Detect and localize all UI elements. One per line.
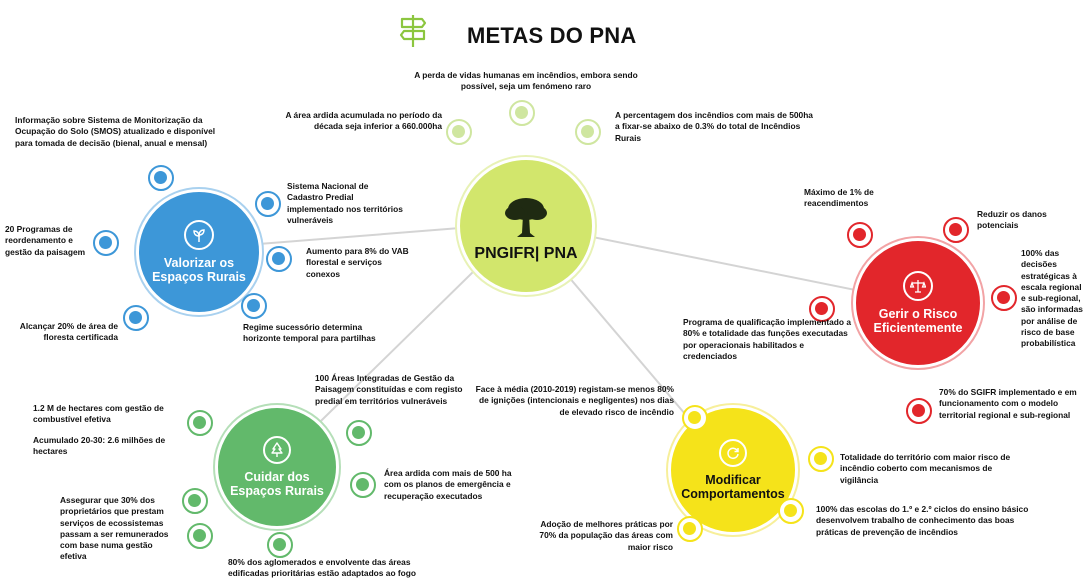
goal-dot [809,296,835,322]
goal-text: Reduzir os danos potenciais [977,209,1047,231]
goal-dot [148,165,174,191]
goal-dot [991,285,1017,311]
goal-dot [778,498,804,524]
goal-dot [808,446,834,472]
tree-icon [505,198,547,237]
goal-dot [123,305,149,331]
goal-text: 20 Programas de reordenamento e gestão d… [5,224,86,257]
goal-text: 1.2 M de hectares com gestão de combustí… [33,403,164,425]
goal-dot [350,472,376,498]
sprout-icon [184,220,214,250]
goal-text: 100% das decisões estratégicas à escala … [1021,248,1083,349]
goal-text: 80% dos aglomerados e envolvente das áre… [228,557,417,579]
goal-dot [187,523,213,549]
goal-text: A percentagem dos incêndios com mais de … [615,110,813,143]
hub-valorizar: Valorizar os Espaços Rurais [136,189,262,315]
goal-dot [346,420,372,446]
goal-text: Adoção de melhores práticas por 70% da p… [539,519,673,552]
center-hub: PNGIFR| PNA [457,157,595,295]
goal-dot [677,516,703,542]
goal-dot [187,410,213,436]
refresh-icon [719,439,747,467]
goal-dot [241,293,267,319]
goal-text: Informação sobre Sistema de Monitorizaçã… [15,115,216,148]
hub-modificar-label: Modificar Comportamentos [681,473,785,501]
goal-text: Face à média (2010-2019) registam-se men… [475,384,674,417]
goal-text: A área ardida acumulada no período da dé… [285,110,442,132]
hub-cuidar: Cuidar dos Espaços Rurais [215,405,339,529]
goal-text: Máximo de 1% de reacendimentos [804,187,874,209]
goal-text: Sistema Nacional de Cadastro Predial imp… [287,181,403,225]
scales-icon [903,271,933,301]
goal-dot [575,119,601,145]
goal-dot [267,532,293,558]
goal-dot [509,100,535,126]
goal-text: Alcançar 20% de área de floresta certifi… [19,321,118,343]
goal-text: Regime sucessório determina horizonte te… [243,322,376,344]
goal-text: 100 Áreas Integradas de Gestão da Paisag… [315,373,463,406]
hub-valorizar-label: Valorizar os Espaços Rurais [152,256,246,284]
goal-text: Programa de qualificação implementado a … [683,317,852,361]
goal-dot [446,119,472,145]
goal-text: 70% do SGIFR implementado e em funcionam… [939,387,1077,420]
goal-dot [93,230,119,256]
goal-text: Aumento para 8% do VAB florestal e servi… [306,246,409,279]
hub-cuidar-label: Cuidar dos Espaços Rurais [230,470,324,498]
pine-tree-icon [263,436,291,464]
signpost-icon [399,15,427,47]
goal-text: Assegurar que 30% dos proprietários que … [60,495,169,562]
goal-dot [943,217,969,243]
goal-dot [182,488,208,514]
page-title: METAS DO PNA [467,23,637,48]
center-hub-label: PNGIFR| PNA [474,245,578,262]
goal-text: Acumulado 20-30: 2.6 milhões de hectares [33,435,166,457]
goal-dot [906,398,932,424]
goal-text: Totalidade do território com maior risco… [840,452,1011,485]
hub-modificar: Modificar Comportamentos [668,405,798,535]
goal-dot [255,191,281,217]
goal-dot [682,405,708,431]
hub-gerir: Gerir o Risco Eficientemente [853,238,983,368]
goal-text: Área ardida com mais de 500 ha com os pl… [384,468,512,501]
goal-dot [266,246,292,272]
goal-dot [847,222,873,248]
goal-text: 100% das escolas do 1.º e 2.º ciclos do … [816,504,1029,537]
goal-text: A perda de vidas humanas em incêndios, e… [414,70,638,92]
hub-gerir-label: Gerir o Risco Eficientemente [873,307,963,335]
